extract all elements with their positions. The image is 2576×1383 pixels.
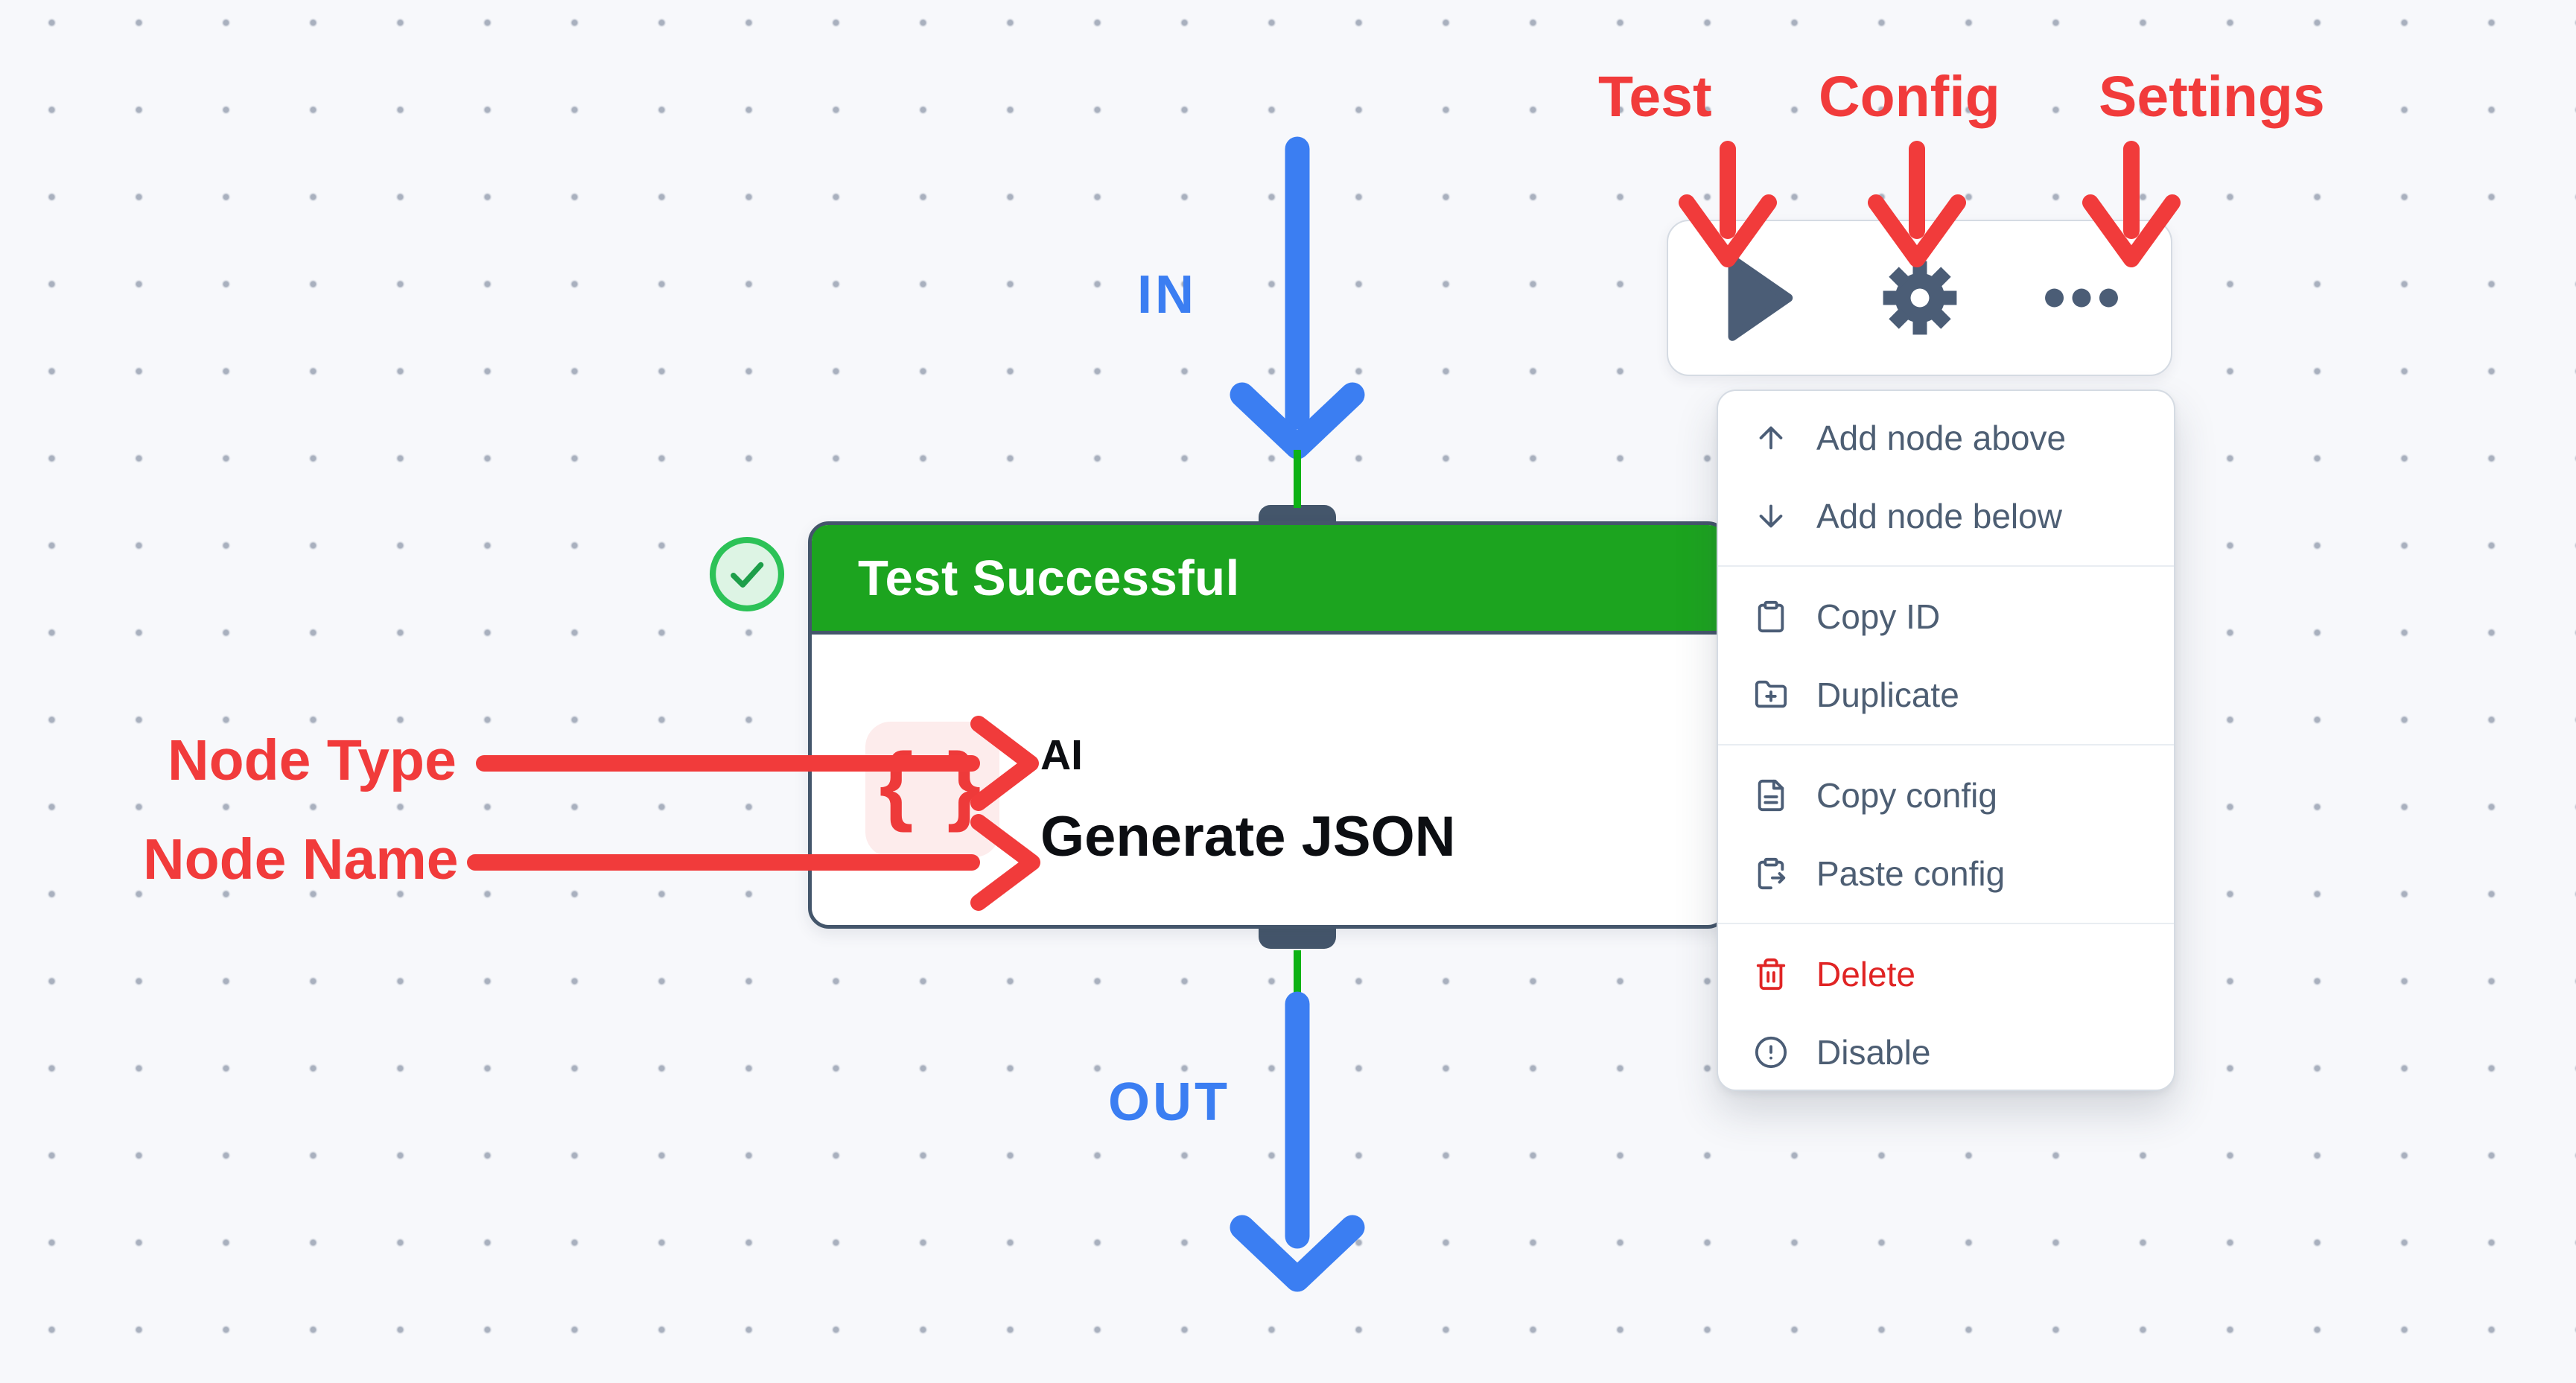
annotation-config-label: Config xyxy=(1819,65,2000,129)
node-name-value: Generate JSON xyxy=(1040,805,1456,868)
node-type-value: AI xyxy=(1040,731,1083,779)
toolbar-settings-button[interactable] xyxy=(2040,287,2123,308)
annotation-node-type-label: Node Type xyxy=(168,728,457,792)
menu-item-copy-id[interactable]: Copy ID xyxy=(1718,577,2174,655)
arrow-up-icon xyxy=(1754,421,1788,455)
node-status-header: Test Successful xyxy=(812,525,1725,635)
menu-item-label: Duplicate xyxy=(1816,675,1959,714)
menu-divider xyxy=(1718,565,2174,567)
menu-item-delete[interactable]: Delete xyxy=(1718,935,2174,1013)
in-flow-label: IN xyxy=(1137,265,1197,325)
trash-icon xyxy=(1754,957,1788,991)
ellipsis-icon xyxy=(2044,287,2119,308)
out-flow-label: OUT xyxy=(1108,1072,1230,1132)
clipboard-icon xyxy=(1754,600,1788,634)
folder-plus-icon xyxy=(1754,678,1788,712)
alert-circle-icon xyxy=(1754,1035,1788,1069)
annotation-settings-label: Settings xyxy=(2099,65,2325,129)
menu-item-paste-config[interactable]: Paste config xyxy=(1718,834,2174,912)
menu-item-label: Delete xyxy=(1816,954,1915,993)
menu-item-label: Disable xyxy=(1816,1032,1931,1072)
menu-item-disable[interactable]: Disable xyxy=(1718,1013,2174,1090)
in-arrow xyxy=(1230,136,1365,460)
file-text-icon xyxy=(1754,778,1788,813)
gear-icon xyxy=(1877,255,1962,340)
menu-item-duplicate[interactable]: Duplicate xyxy=(1718,655,2174,734)
arrow-down-icon xyxy=(1754,499,1788,533)
node-toolbar xyxy=(1667,220,2172,376)
out-arrow xyxy=(1230,991,1365,1292)
curly-braces-icon: { } xyxy=(865,722,999,857)
play-icon xyxy=(1720,250,1797,346)
menu-item-label: Copy ID xyxy=(1816,597,1941,636)
menu-divider xyxy=(1718,923,2174,924)
check-circle-icon xyxy=(708,535,786,613)
menu-item-add-node-above[interactable]: Add node above xyxy=(1718,398,2174,477)
clipboard-paste-icon xyxy=(1754,856,1788,891)
menu-item-add-node-below[interactable]: Add node below xyxy=(1718,477,2174,555)
menu-divider xyxy=(1718,744,2174,745)
menu-item-copy-config[interactable]: Copy config xyxy=(1718,756,2174,834)
annotation-test-label: Test xyxy=(1598,65,1712,129)
toolbar-test-button[interactable] xyxy=(1717,250,1800,346)
menu-item-label: Copy config xyxy=(1816,775,1997,815)
toolbar-config-button[interactable] xyxy=(1878,255,1962,340)
annotation-node-name-label: Node Name xyxy=(143,827,459,891)
menu-item-label: Paste config xyxy=(1816,853,2006,893)
node-status-title: Test Successful xyxy=(858,550,1240,606)
menu-item-label: Add node below xyxy=(1816,496,2062,535)
menu-item-label: Add node above xyxy=(1816,418,2067,457)
